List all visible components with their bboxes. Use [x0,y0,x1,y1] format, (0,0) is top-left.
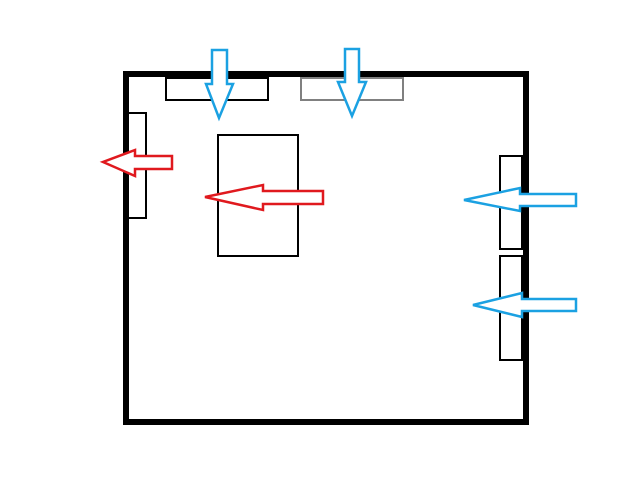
exhaust-arrow-icon [99,148,174,178]
intake-arrow-icon [204,48,235,122]
intake-arrow-icon [463,186,578,213]
intake-arrow-icon [336,47,368,120]
enclosure-outline [123,71,529,425]
intake-arrow-icon [472,291,578,319]
exhaust-arrow-icon [204,183,325,212]
